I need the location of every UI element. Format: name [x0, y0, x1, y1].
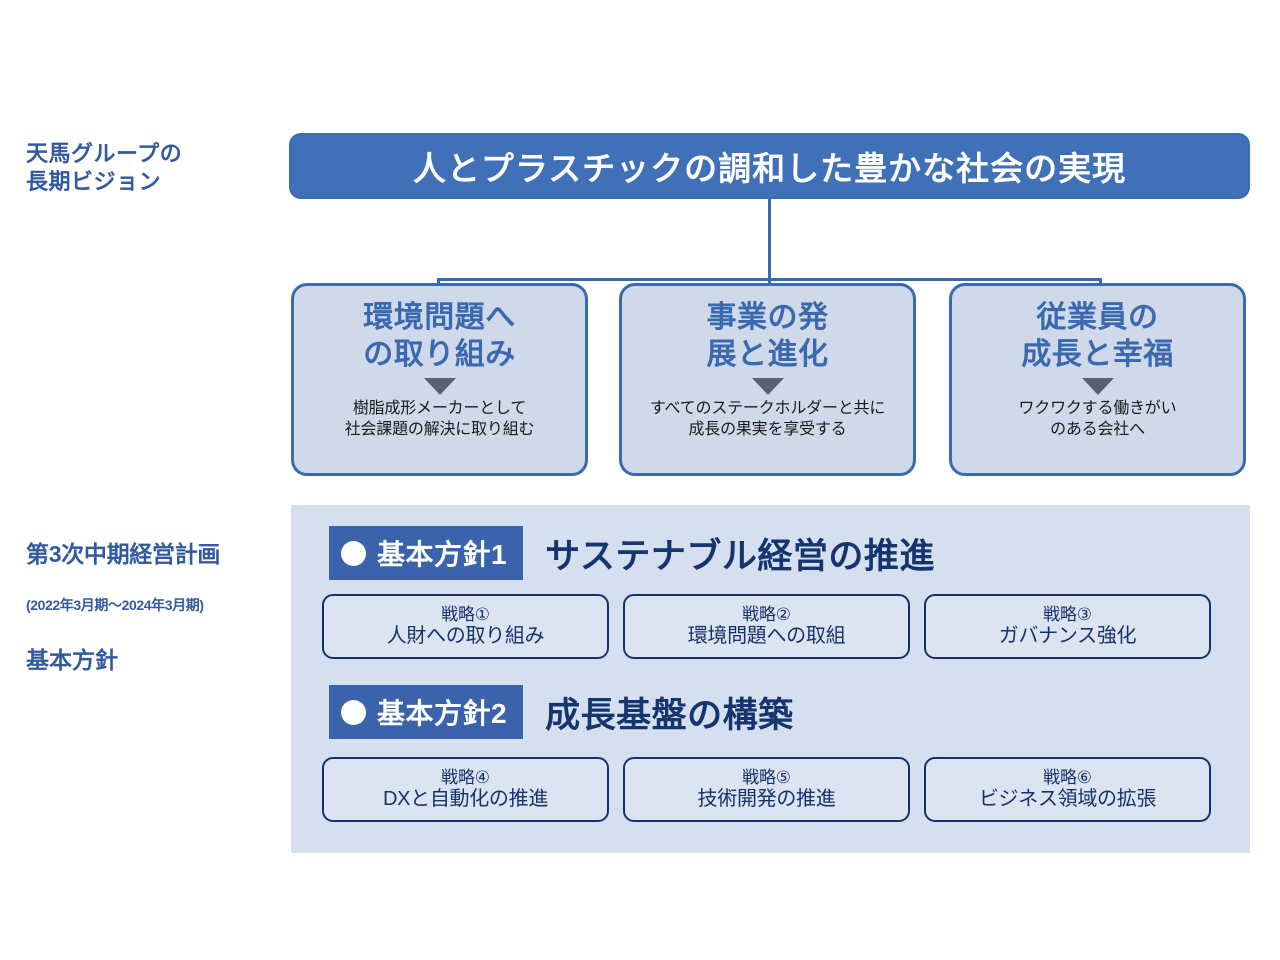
- strategy-number: 戦略②: [742, 604, 791, 624]
- pillar-description: 樹脂成形メーカーとして 社会課題の解決に取り組む: [344, 400, 535, 438]
- strategy-row-2: 戦略④ DXと自動化の推進 戦略⑤ 技術開発の推進 戦略⑥ ビジネス領域の拡張: [322, 757, 1211, 822]
- pillar-heading: 事業の発 展と進化: [706, 301, 829, 371]
- vision-pillar-environment: 環境問題へ の取り組み 樹脂成形メーカーとして 社会課題の解決に取り組む: [291, 283, 588, 476]
- plan-label-title: 第3次中期経営計画: [26, 541, 221, 568]
- policy-badge-2: 基本方針2: [329, 685, 524, 739]
- pillar-description: すべてのステークホルダーと共に 成長の果実を享受する: [649, 400, 886, 438]
- strategy-text: ビジネス領域の拡張: [978, 788, 1157, 811]
- policy-header-2: 基本方針2 成長基盤の構築: [329, 685, 794, 739]
- bullet-circle-icon: [341, 699, 366, 725]
- strategy-number: 戦略③: [1043, 604, 1092, 624]
- policy-badge-1: 基本方針1: [329, 526, 524, 580]
- strategy-card[interactable]: 戦略⑥ ビジネス領域の拡張: [924, 757, 1211, 822]
- strategy-number: 戦略⑥: [1043, 767, 1092, 787]
- bullet-circle-icon: [341, 540, 366, 566]
- strategy-text: 人財への取り組み: [386, 625, 545, 648]
- strategy-text: 環境問題への取組: [687, 625, 846, 648]
- down-triangle-icon: [423, 378, 456, 396]
- strategy-card[interactable]: 戦略① 人財への取り組み: [322, 594, 609, 659]
- strategy-number: 戦略④: [441, 767, 490, 787]
- vision-pillar-employees: 従業員の 成長と幸福 ワクワクする働きがい のある会社へ: [949, 283, 1246, 476]
- strategy-number: 戦略①: [441, 604, 490, 624]
- pillar-heading: 従業員の 成長と幸福: [1021, 301, 1174, 371]
- strategy-text: 技術開発の推進: [697, 788, 836, 811]
- down-triangle-icon: [1081, 378, 1114, 396]
- pillar-description: ワクワクする働きがい のある会社へ: [1018, 400, 1177, 438]
- vision-pillar-business: 事業の発 展と進化 すべてのステークホルダーと共に 成長の果実を享受する: [619, 283, 916, 476]
- down-triangle-icon: [751, 378, 784, 396]
- policy-badge-label: 基本方針1: [377, 539, 508, 570]
- strategy-card[interactable]: 戦略② 環境問題への取組: [623, 594, 910, 659]
- vision-banner: 人とプラスチックの調和した豊かな社会の実現: [289, 133, 1250, 199]
- pillar-heading: 環境問題へ の取り組み: [363, 301, 516, 371]
- strategy-text: ガバナンス強化: [998, 625, 1137, 648]
- plan-label-policy: 基本方針: [26, 646, 118, 673]
- policy-title-1: サステナブル経営の推進: [545, 536, 935, 576]
- vision-section-label: 天馬グループの 長期ビジョン: [26, 141, 183, 195]
- plan-label-period: (2022年3月期～2024年3月期): [26, 596, 204, 613]
- strategy-number: 戦略⑤: [742, 767, 791, 787]
- plan-section-label: 第3次中期経営計画 (2022年3月期～2024年3月期) 基本方針: [26, 512, 220, 703]
- vision-banner-text: 人とプラスチックの調和した豊かな社会の実現: [412, 150, 1127, 187]
- policy-title-2: 成長基盤の構築: [545, 695, 794, 735]
- strategy-card[interactable]: 戦略⑤ 技術開発の推進: [623, 757, 910, 822]
- strategy-row-1: 戦略① 人財への取り組み 戦略② 環境問題への取組 戦略③ ガバナンス強化: [322, 594, 1211, 659]
- strategy-card[interactable]: 戦略④ DXと自動化の推進: [322, 757, 609, 822]
- strategy-text: DXと自動化の推進: [382, 788, 549, 811]
- policy-badge-label: 基本方針2: [377, 698, 508, 729]
- connector-stem: [768, 199, 771, 280]
- policy-header-1: 基本方針1 サステナブル経営の推進: [329, 526, 935, 580]
- mid-term-plan-panel: 基本方針1 サステナブル経営の推進 戦略① 人財への取り組み 戦略② 環境問題へ…: [291, 505, 1250, 853]
- strategy-card[interactable]: 戦略③ ガバナンス強化: [924, 594, 1211, 659]
